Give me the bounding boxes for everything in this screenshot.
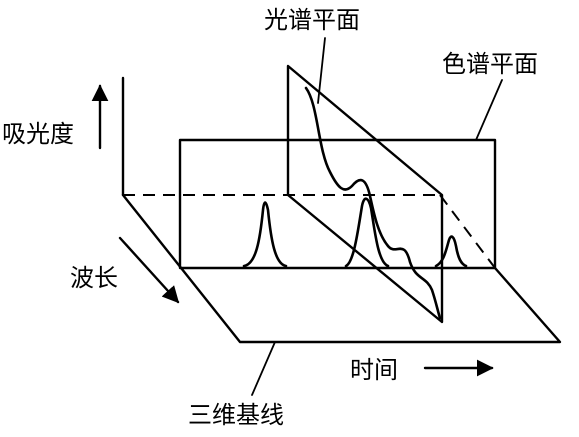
spectrum-plane [286,64,444,324]
base-plane-back-edge-right [439,194,496,269]
chromatogram-peak-2 [344,197,390,268]
wavelength-label: 波长 [70,264,118,292]
spectrum-plane-label: 光谱平面 [264,6,360,34]
chromatogram-peak-1 [242,201,288,268]
time-label: 时间 [350,356,398,384]
chromatogram-plane-leader [475,79,503,141]
baseline-leader [251,341,276,396]
spectrum-curve [304,86,442,320]
absorbance-label: 吸光度 [2,120,74,148]
baseline-3d-label: 三维基线 [188,401,284,429]
chromatogram-peak-3 [434,235,468,268]
spectrum-plane-leader [317,37,326,104]
chromatogram-plane-label: 色谱平面 [442,50,538,78]
wavelength-arrow [118,236,180,304]
chromatogram-plane [178,138,497,270]
